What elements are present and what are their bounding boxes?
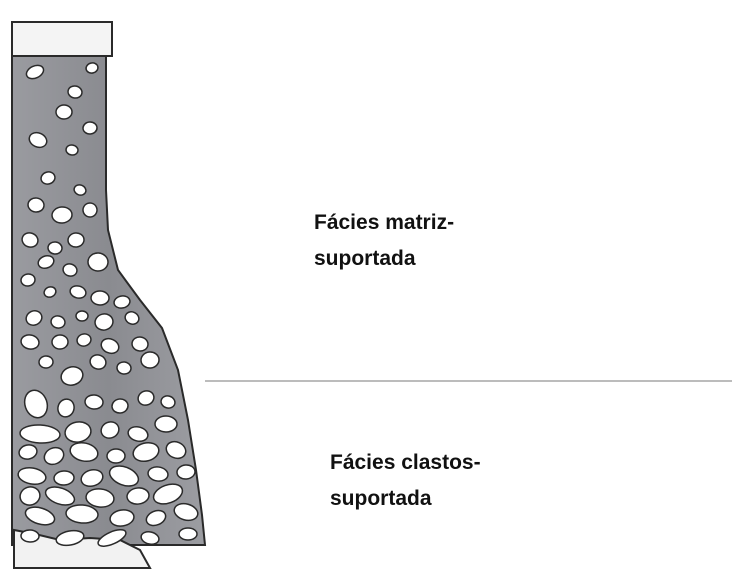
clast-pebble: [21, 530, 39, 543]
clast-pebble: [155, 416, 177, 432]
clast-pebble: [87, 252, 108, 271]
clast-pebble: [107, 449, 125, 463]
clast-pebble: [39, 356, 54, 369]
matrix-supported-facies-label: Fácies matriz- suportada: [314, 205, 454, 277]
clast-pebble: [56, 105, 72, 119]
clast-pebble: [76, 311, 88, 321]
clast-pebble: [47, 241, 62, 254]
clast-pebble: [54, 470, 75, 485]
clast-pebble: [83, 122, 98, 135]
column-top-cap: [12, 22, 112, 56]
clast-pebble: [179, 528, 197, 540]
clast-pebble: [91, 291, 109, 306]
clast-supported-label-line2: suportada: [330, 481, 481, 517]
clast-pebble: [52, 335, 68, 350]
clast-supported-label-line1: Fácies clastos-: [330, 445, 481, 481]
matrix-supported-label-line2: suportada: [314, 241, 454, 277]
clast-supported-facies-label: Fácies clastos- suportada: [330, 445, 481, 517]
matrix-supported-label-line1: Fácies matriz-: [314, 205, 454, 241]
